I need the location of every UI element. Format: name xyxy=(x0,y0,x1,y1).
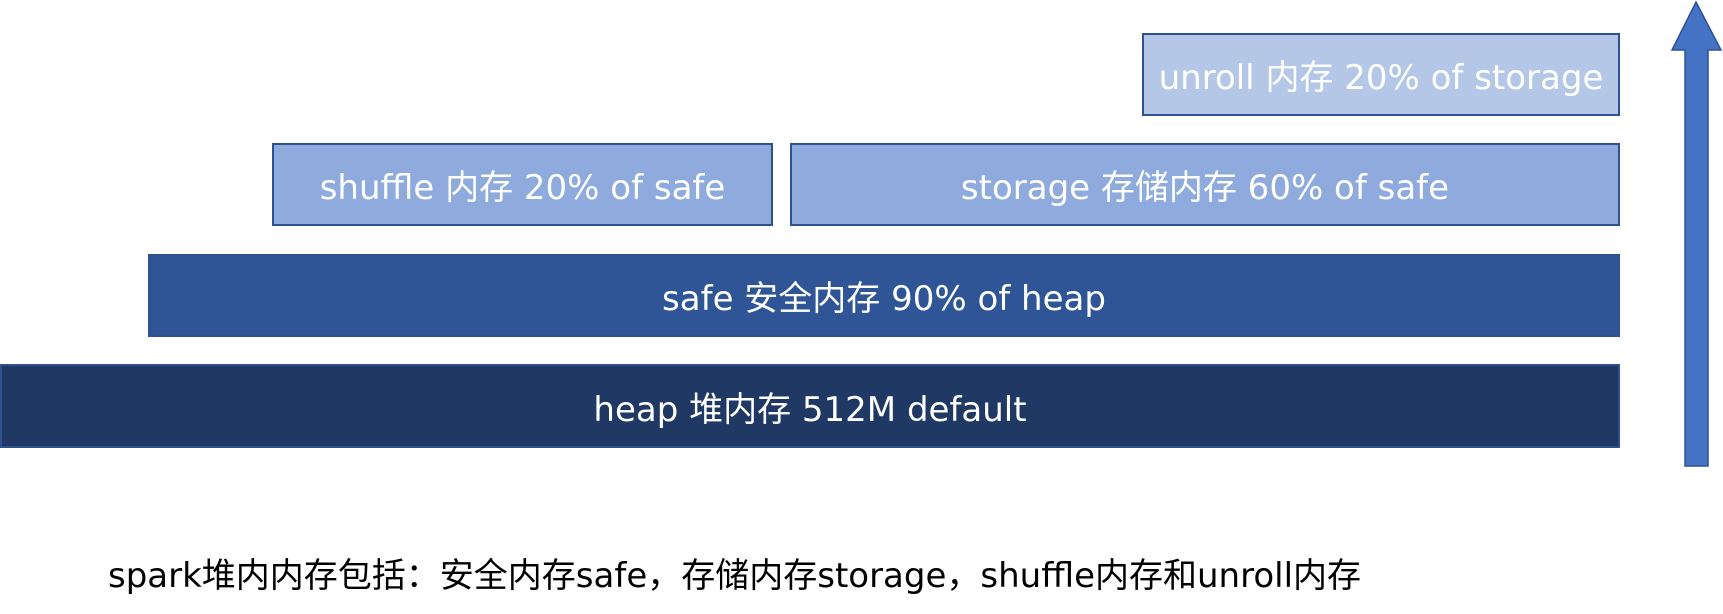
heap-memory-label: heap 堆内存 512M default xyxy=(593,389,1027,430)
storage-memory-label: storage 存储内存 60% of safe xyxy=(960,168,1450,208)
storage-memory-block: storage 存储内存 60% of safe xyxy=(790,143,1620,226)
heap-memory-block: heap 堆内存 512M default xyxy=(0,364,1620,448)
caption-text: spark堆内内存包括：安全内存safe，存储内存storage，shuffle… xyxy=(108,556,1362,596)
up-arrow-shape xyxy=(1670,0,1723,467)
shuffle-memory-label: shuffle 内存 20% of safe xyxy=(319,168,726,208)
safe-memory-block: safe 安全内存 90% of heap xyxy=(148,254,1620,337)
unroll-memory-label: unroll 内存 20% of storage xyxy=(1158,58,1604,98)
safe-memory-label: safe 安全内存 90% of heap xyxy=(662,279,1106,319)
unroll-memory-block: unroll 内存 20% of storage xyxy=(1142,33,1620,116)
up-arrow-icon xyxy=(1670,0,1723,467)
shuffle-memory-block: shuffle 内存 20% of safe xyxy=(272,143,773,226)
